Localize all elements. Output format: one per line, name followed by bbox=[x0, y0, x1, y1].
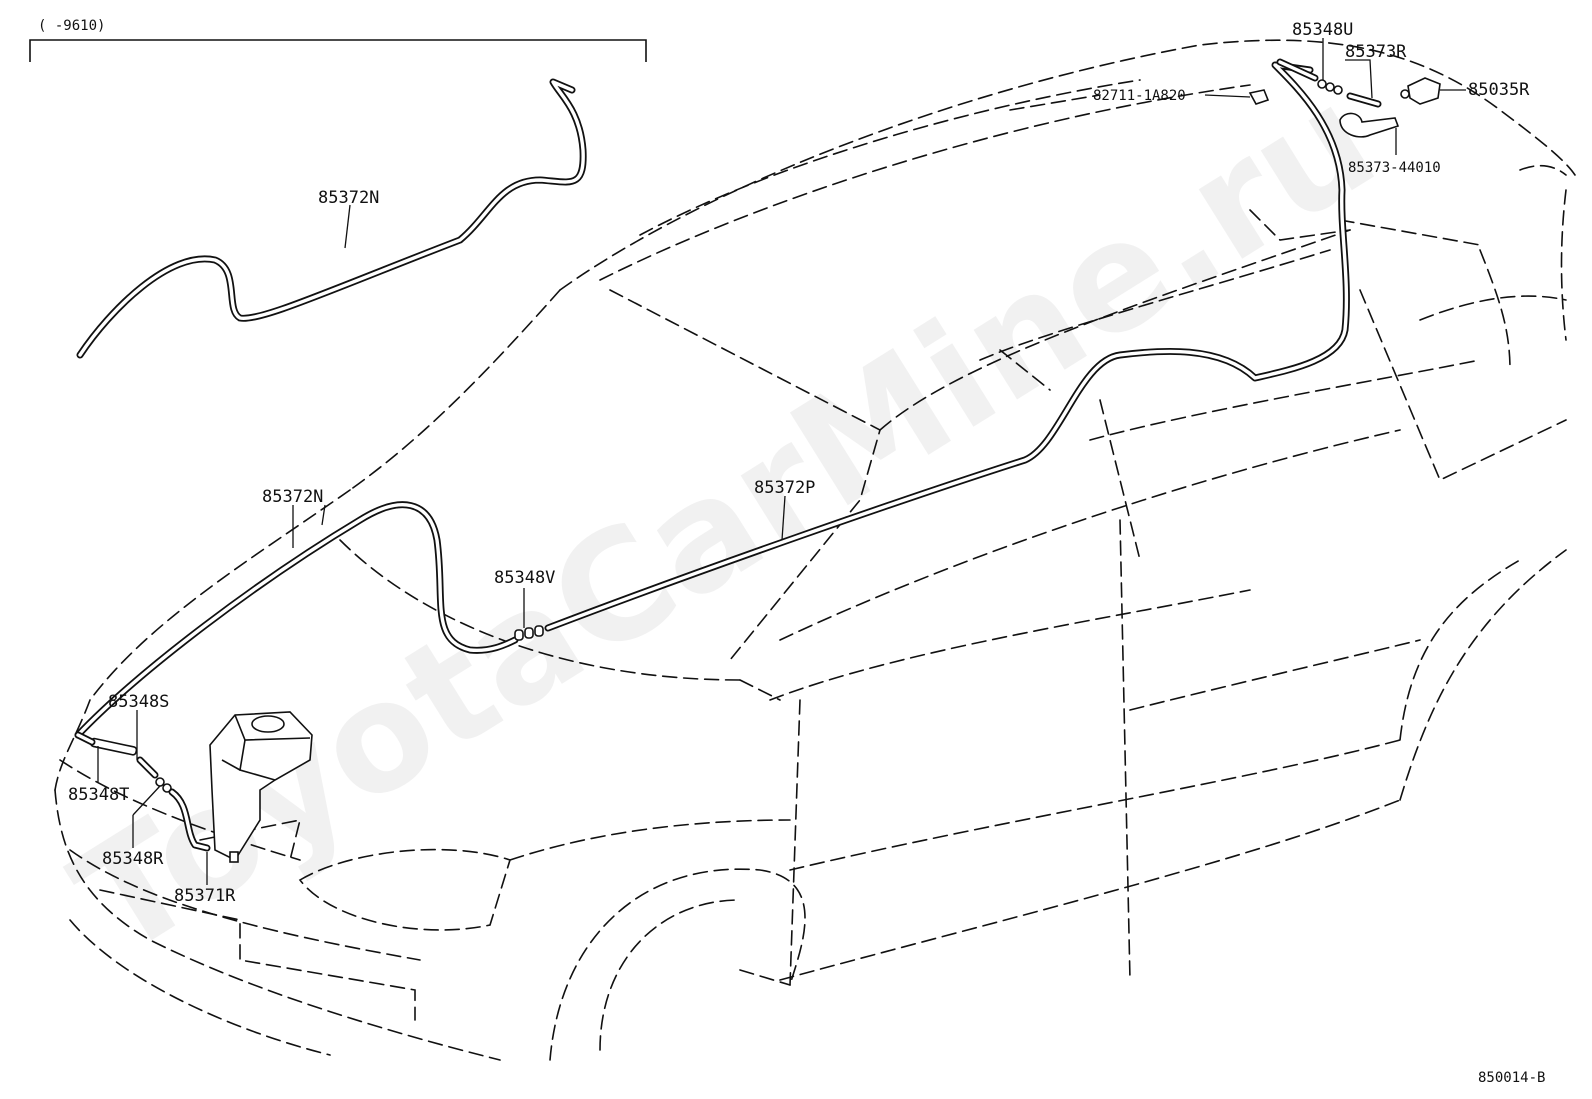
vehicle-body-outline bbox=[54, 39, 1576, 1061]
hose-85371r: 85371R bbox=[168, 788, 236, 906]
hose-85372n-inset: 85372N bbox=[76, 78, 587, 359]
range-note: ( -9610) bbox=[38, 18, 105, 34]
label-85372n: 85372N bbox=[262, 487, 323, 507]
joint-85348t: 85348T bbox=[68, 731, 129, 805]
hose-85373-44010: 85373-44010 bbox=[1339, 112, 1441, 176]
joint-85348u: 85348U bbox=[1276, 20, 1353, 95]
washer-reservoir-tank bbox=[209, 711, 313, 863]
label-85372p: 85372P bbox=[754, 478, 815, 498]
hose-85373r: 85373R bbox=[1345, 42, 1407, 108]
joint-85348s: 85348S bbox=[90, 692, 169, 760]
label-85348r: 85348R bbox=[102, 849, 164, 869]
diagram-code: 850014-B bbox=[1478, 1070, 1545, 1086]
label-82711: 82711-1A820 bbox=[1093, 88, 1186, 104]
label-85371r: 85371R bbox=[174, 886, 236, 906]
label-85348v: 85348V bbox=[494, 568, 555, 588]
joint-85348v: 85348V bbox=[494, 568, 555, 641]
inset-bracket: ( -9610) bbox=[29, 18, 647, 62]
label-85373-44010: 85373-44010 bbox=[1348, 160, 1441, 176]
label-85348s: 85348S bbox=[108, 692, 169, 712]
watermark: ToyotaCarMine.ru bbox=[47, 53, 1404, 991]
label-85372n-inset: 85372N bbox=[318, 188, 379, 208]
clip-82711: 82711-1A820 bbox=[1093, 88, 1270, 105]
label-85348t: 85348T bbox=[68, 785, 129, 805]
hose-85372p: 85372P bbox=[544, 61, 1350, 632]
label-85373r: 85373R bbox=[1345, 42, 1407, 62]
nozzle-85035r: 85035R bbox=[1400, 77, 1530, 105]
label-85348u: 85348U bbox=[1292, 20, 1353, 40]
hose-85372n: 85372N bbox=[74, 487, 519, 739]
label-85035r: 85035R bbox=[1468, 80, 1530, 100]
joint-85348r: 85348R bbox=[102, 756, 172, 869]
